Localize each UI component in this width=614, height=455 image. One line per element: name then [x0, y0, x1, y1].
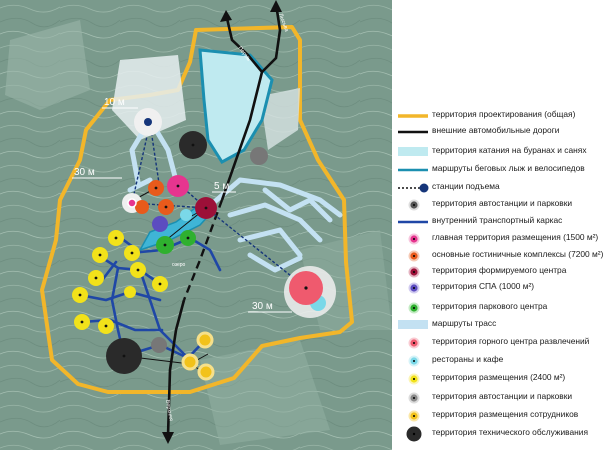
legend-item: станции подъема — [392, 180, 614, 196]
legend-label: территория размещения (2400 м²) — [432, 372, 566, 382]
legend-item: территория паркового центра — [392, 300, 614, 316]
maintenance-dot-icon — [394, 426, 430, 442]
hotel-complex-dot-icon — [394, 248, 430, 264]
legend-item: внутренний транспортный каркас — [392, 214, 614, 230]
legend-label: территория формируемого центра — [432, 265, 567, 275]
legend-label: маршруты беговых лыж и велосипедов — [432, 163, 585, 173]
legend-label: территория СПА (1000 м²) — [432, 281, 535, 291]
slope-area — [260, 88, 300, 150]
accommodation-dot-icon — [394, 371, 430, 387]
road-arrow-south-icon — [162, 432, 174, 444]
lift-station-marker[interactable] — [127, 198, 137, 208]
road-label-verkhnyaya: Верхняя — [164, 399, 174, 421]
legend-label: территория размещения сотрудников — [432, 409, 579, 419]
legend-item: территория размещения сотрудников — [392, 408, 614, 424]
center-territory-dot-icon — [394, 264, 430, 280]
snowmobile-area-icon — [394, 144, 430, 160]
legend-label: территория паркового центра — [432, 301, 548, 311]
legend-label: маршруты трасс — [432, 318, 497, 328]
legend-label: основные гостиничные комплексы (7200 м²) — [432, 249, 604, 259]
legend-item: внешние автомобильные дороги — [392, 124, 614, 140]
lake-label: озеро — [172, 262, 186, 268]
legend-label: территория катания на буранах и санях — [432, 145, 587, 155]
legend-item: главная территория размещения (1500 м²) — [392, 231, 614, 247]
legend-item: маршруты трасс — [392, 317, 614, 333]
legend-item: маршруты беговых лыж и велосипедов — [392, 162, 614, 178]
marker-centers — [78, 143, 308, 358]
boundary-line-icon — [394, 108, 430, 124]
lift-station-icon — [394, 180, 430, 196]
legend-label: станции подъема — [432, 181, 500, 191]
legend-label: территория проектирования (общая) — [432, 109, 576, 119]
map-legend: территория проектирования (общая) внешние… — [392, 0, 614, 450]
legend-label: территория горного центра развлечений — [432, 336, 590, 346]
legend-label: главная территория размещения (1500 м²) — [432, 232, 599, 242]
external-road — [220, 71, 264, 201]
slope-route-icon — [394, 317, 430, 333]
legend-label: территория технического обслуживания — [432, 427, 589, 437]
terrain-patch — [5, 20, 90, 110]
accommodation-marker[interactable] — [124, 286, 136, 298]
legend-label: рестораны и кафе — [432, 354, 504, 364]
parking-marker[interactable] — [151, 337, 167, 353]
scale-label-30m: 30 м — [74, 167, 95, 178]
parking-dot-icon-2 — [394, 390, 430, 406]
legend-item: территория катания на буранах и санях — [392, 144, 614, 160]
planned-road-segment — [182, 199, 224, 301]
legend-item: рестораны и кафе — [392, 353, 614, 369]
terrain-patch — [200, 340, 330, 445]
hotel-complex-marker[interactable] — [135, 200, 149, 214]
legend-label: внутренний транспортный каркас — [432, 215, 563, 225]
legend-item: территория горного центра развлечений — [392, 335, 614, 351]
spa-dot-icon — [394, 280, 430, 296]
legend-item: территория автостанции и парковки — [392, 197, 614, 213]
poi-markers[interactable] — [72, 118, 326, 381]
legend-item: основные гостиничные комплексы (7200 м²) — [392, 248, 614, 264]
entertainment-dot-icon — [394, 335, 430, 351]
staff-housing-dot-icon — [394, 408, 430, 424]
legend-item: территория технического обслуживания — [392, 426, 614, 442]
upper-slope-area — [112, 55, 186, 140]
ski-route-line-icon — [394, 162, 430, 178]
snowmobile-sled-area — [198, 48, 274, 164]
internal-road-line-icon — [394, 214, 430, 230]
staff-housing-marker[interactable] — [197, 363, 215, 381]
road-arrow-north-icon — [270, 0, 282, 12]
restaurant-marker[interactable] — [180, 209, 192, 221]
lift-station-marker[interactable] — [144, 118, 152, 126]
legend-item: территория СПА (1000 м²) — [392, 280, 614, 296]
legend-item: территория размещения (2400 м²) — [392, 371, 614, 387]
legend-item: территория автостанции и парковки — [392, 390, 614, 406]
scale-label-30m-east: 30 м — [252, 301, 273, 312]
spa-marker[interactable] — [152, 216, 168, 232]
main-accommodation-dot-icon — [394, 231, 430, 247]
legend-label: территория автостанции и парковки — [432, 391, 573, 401]
parking-marker[interactable] — [250, 147, 268, 165]
staff-housing-marker[interactable] — [181, 353, 199, 371]
legend-item: территория формируемого центра — [392, 264, 614, 280]
staff-housing-marker[interactable] — [196, 331, 214, 349]
restaurant-dot-icon — [394, 353, 430, 369]
map-canvas: 10 м 30 м 5 м 30 м Пермь Лысьва Верхняя … — [0, 0, 392, 450]
park-center-dot-icon — [394, 300, 430, 316]
road-arrow-north-icon — [220, 10, 232, 22]
external-road-south — [166, 299, 186, 437]
legend-label: территория автостанции и парковки — [432, 198, 573, 208]
design-territory-boundary — [40, 25, 354, 394]
legend-item: территория проектирования (общая) — [392, 108, 614, 124]
legend-label: внешние автомобильные дороги — [432, 125, 560, 135]
master-plan-map[interactable]: 10 м 30 м 5 м 30 м Пермь Лысьва Верхняя … — [0, 0, 392, 450]
road-line-icon — [394, 124, 430, 140]
scale-label-5m: 5 м — [214, 181, 229, 192]
parking-dot-icon — [394, 197, 430, 213]
scale-label-10m: 10 м — [104, 97, 125, 108]
